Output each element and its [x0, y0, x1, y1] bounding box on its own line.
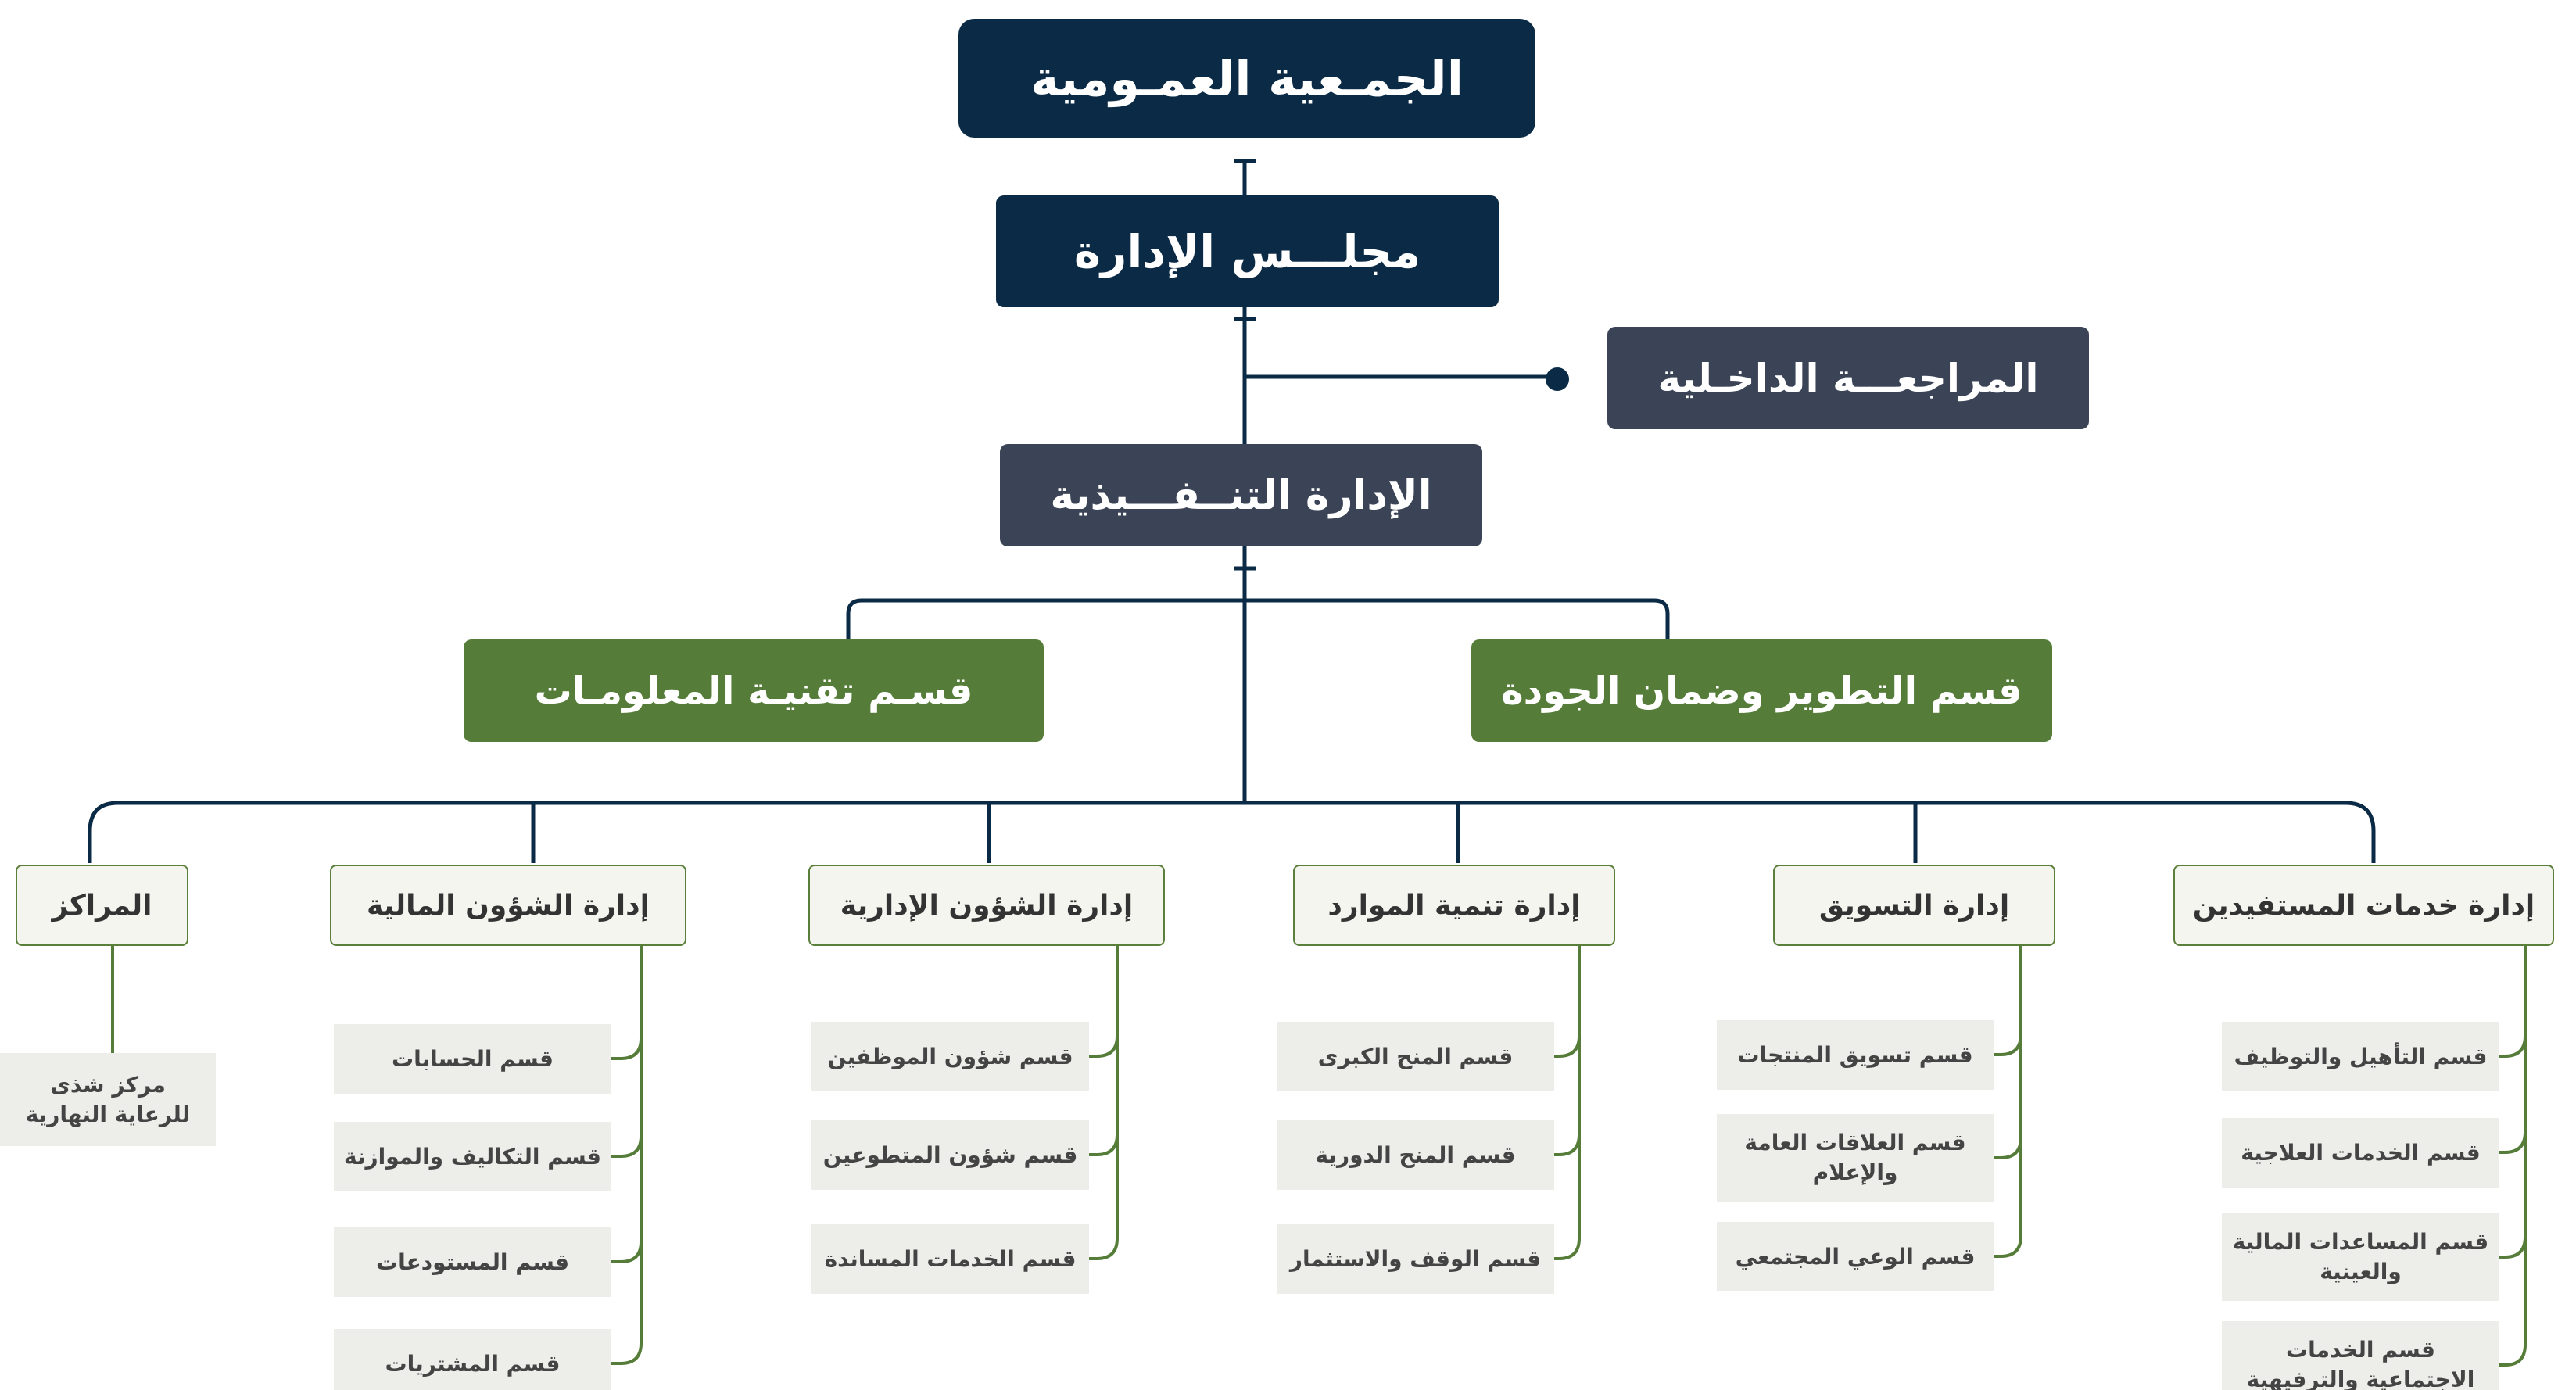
- dept-finance[interactable]: إدارة الشؤون المالية: [330, 865, 686, 946]
- bracket-branch-2-1: [1554, 1134, 1581, 1156]
- executive-box[interactable]: الإدارة التنــفـــيذية: [1000, 444, 1482, 546]
- bracket-line-3: [1994, 946, 2022, 1258]
- units-branch: [846, 598, 1670, 641]
- bracket-branch-0-0: [611, 1037, 643, 1060]
- section-employees[interactable]: قسم شؤون الموظفين: [811, 1022, 1089, 1091]
- it-unit-box[interactable]: قسـم تقنيـة المعلومـات: [464, 639, 1044, 742]
- dept-beneficiary-services[interactable]: إدارة خدمات المستفيدين: [2173, 865, 2554, 946]
- section-major-grants[interactable]: قسم المنح الكبرى: [1277, 1022, 1554, 1091]
- section-public-relations[interactable]: قسم العلاقات العامة والإعلام: [1717, 1114, 1994, 1202]
- departments-bus: [88, 801, 2376, 863]
- dept-administration[interactable]: إدارة الشؤون الإدارية: [808, 865, 1165, 946]
- section-costs-budget[interactable]: قسم التكاليف والموازنة: [334, 1122, 611, 1191]
- section-community-awareness[interactable]: قسم الوعي المجتمعي: [1717, 1222, 1994, 1291]
- bracket-branch-3-0: [1994, 1034, 2022, 1056]
- bracket-line-2: [1554, 946, 1581, 1260]
- section-social-recreational[interactable]: قسم الخدمات الاجتماعية والترفيهية: [2222, 1321, 2499, 1390]
- board-box[interactable]: مجلـــس الإدارة: [996, 195, 1499, 307]
- section-volunteers[interactable]: قسم شؤون المتطوعين: [811, 1120, 1089, 1190]
- bracket-line-1: [1089, 946, 1119, 1260]
- section-support-services[interactable]: قسم الخدمات المساندة: [811, 1224, 1089, 1294]
- quality-unit-box[interactable]: قسم التطوير وضمان الجودة: [1471, 639, 2052, 742]
- section-accounts[interactable]: قسم الحسابات: [334, 1024, 611, 1094]
- section-rehab-employment[interactable]: قسم التأهيل والتوظيف: [2222, 1022, 2499, 1091]
- section-financial-aid[interactable]: قسم المساعدات المالية والعينية: [2222, 1213, 2499, 1301]
- dept-marketing[interactable]: إدارة التسويق: [1773, 865, 2055, 946]
- bracket-branch-4-2: [2499, 1236, 2527, 1259]
- bracket-line-0: [611, 946, 643, 1365]
- general-assembly-box[interactable]: الجمـعية العمـومية: [958, 19, 1535, 138]
- section-periodic-grants[interactable]: قسم المنح الدورية: [1277, 1120, 1554, 1190]
- section-therapeutic-services[interactable]: قسم الخدمات العلاجية: [2222, 1118, 2499, 1188]
- dept-centers[interactable]: المراكز: [16, 865, 188, 946]
- bracket-line-4: [2499, 946, 2527, 1367]
- bracket-branch-0-1: [611, 1135, 643, 1158]
- section-warehouses[interactable]: قسم المستودعات: [334, 1227, 611, 1297]
- bracket-branch-4-0: [2499, 1035, 2527, 1058]
- section-shatha-center[interactable]: مركز شذى للرعاية النهارية: [0, 1053, 216, 1146]
- bracket-branch-1-0: [1089, 1035, 1119, 1058]
- bracket-branch-1-1: [1089, 1134, 1119, 1156]
- bracket-branch-4-1: [2499, 1131, 2527, 1154]
- audit-dot: [1546, 367, 1569, 391]
- internal-audit-box[interactable]: المراجعـــة الداخـلية: [1607, 327, 2089, 429]
- bracket-branch-0-2: [611, 1241, 643, 1263]
- section-purchases[interactable]: قسم المشتريات: [334, 1329, 611, 1390]
- bracket-branch-2-0: [1554, 1035, 1581, 1058]
- dept-resources[interactable]: إدارة تنمية الموارد: [1293, 865, 1615, 946]
- section-endowment-investment[interactable]: قسم الوقف والاستثمار: [1277, 1224, 1554, 1294]
- section-product-marketing[interactable]: قسم تسويق المنتجات: [1717, 1020, 1994, 1090]
- bracket-branch-3-1: [1994, 1137, 2022, 1159]
